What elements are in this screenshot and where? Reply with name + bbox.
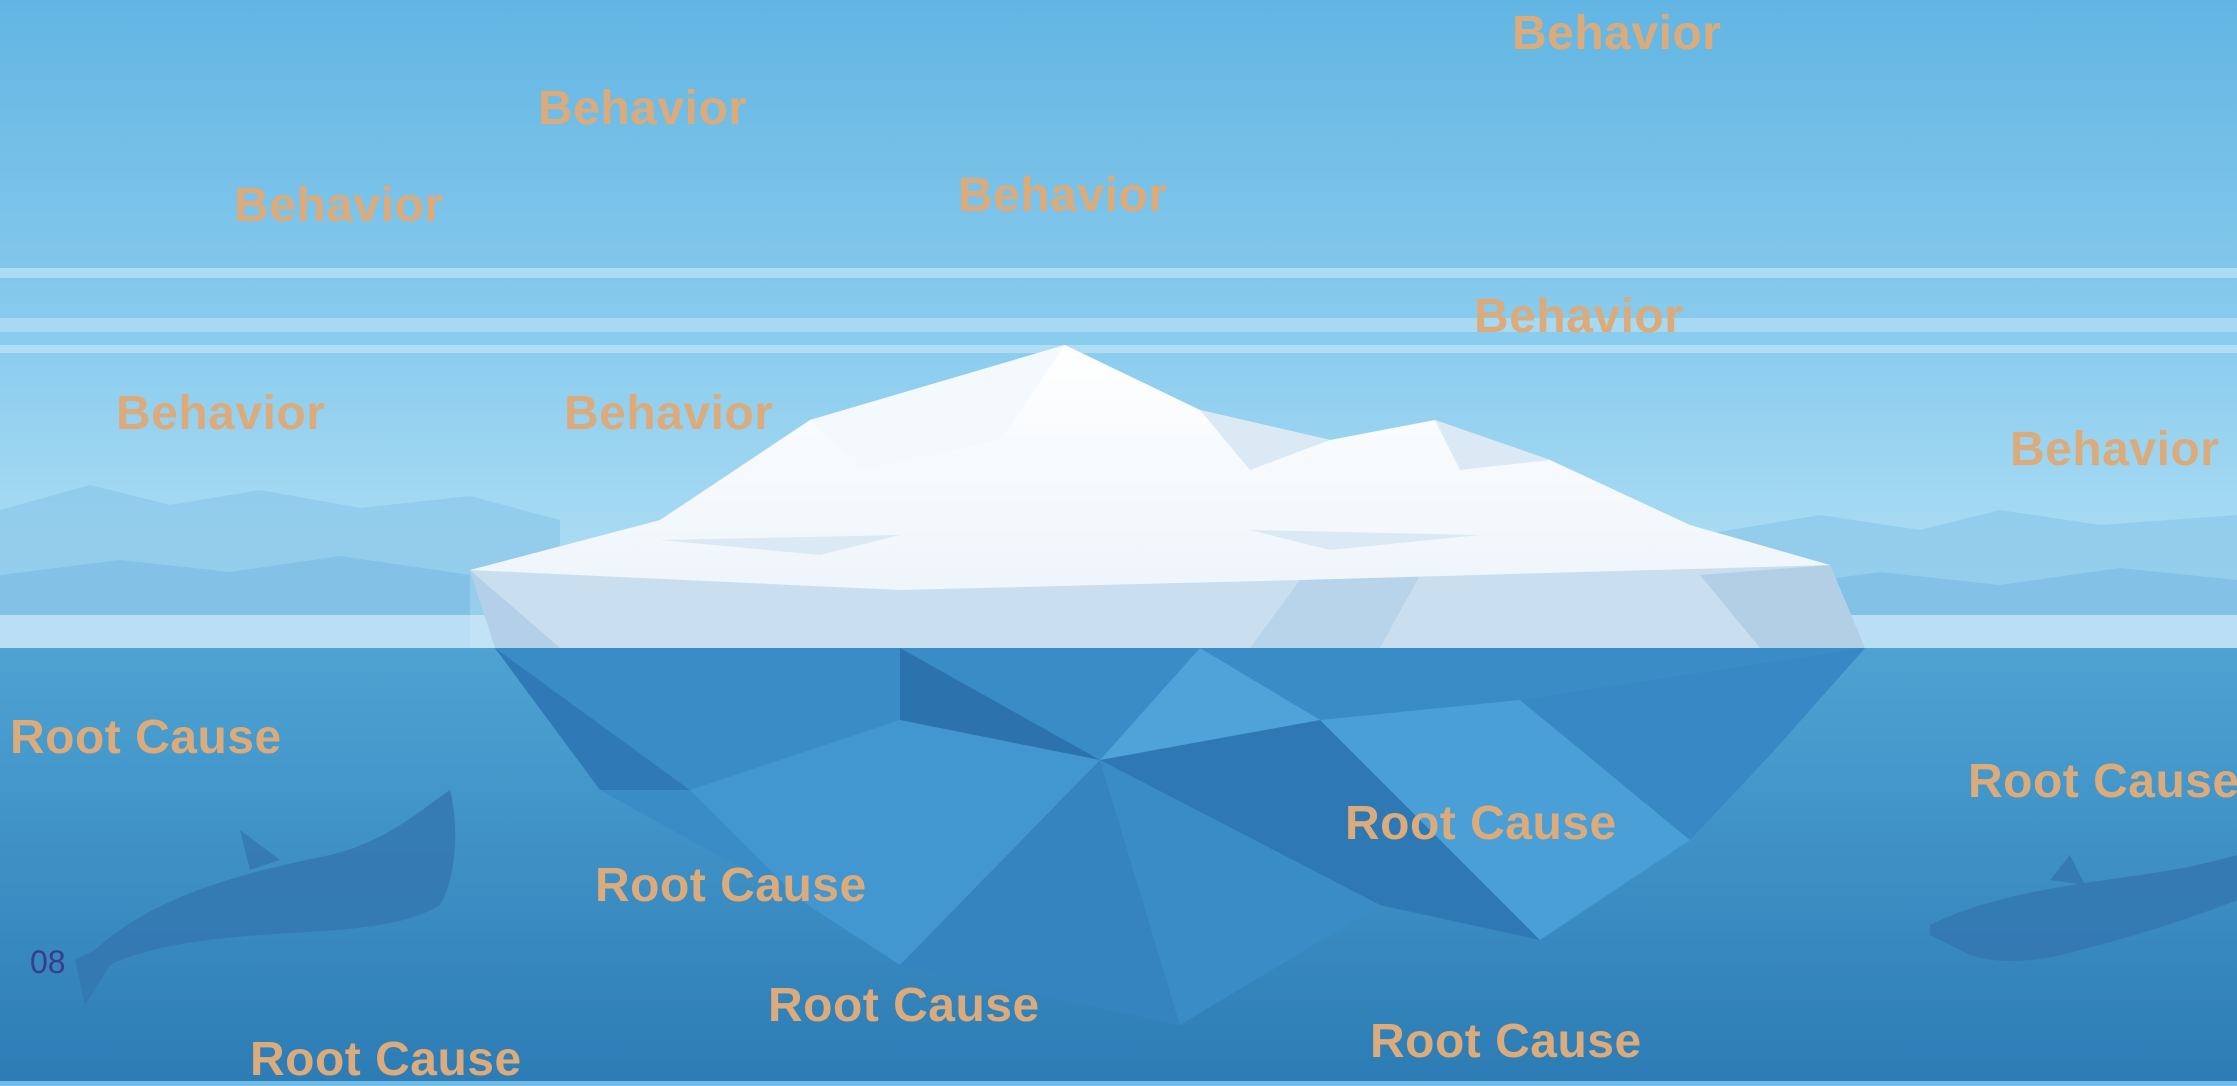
root-cause-label: Root Cause [10, 711, 282, 764]
root-cause-label: Root Cause [595, 859, 867, 912]
behavior-label: Behavior [116, 387, 326, 440]
behavior-label: Behavior [234, 179, 444, 232]
behavior-label: Behavior [2010, 423, 2220, 476]
behavior-label: Behavior [564, 387, 774, 440]
root-cause-label: Root Cause [1345, 797, 1617, 850]
behavior-label: Behavior [1512, 7, 1722, 60]
haze-streak [0, 318, 2237, 332]
page-number: 08 [30, 944, 66, 980]
whale-icon [1930, 855, 2237, 962]
root-cause-label: Root Cause [250, 1033, 522, 1086]
root-cause-label: Root Cause [768, 979, 1040, 1032]
iceberg-icon [470, 345, 1865, 1025]
root-cause-label: Root Cause [1968, 755, 2237, 808]
root-cause-label: Root Cause [1370, 1015, 1642, 1068]
behavior-label: Behavior [958, 169, 1168, 222]
behavior-label: Behavior [538, 82, 748, 135]
haze-streak [0, 268, 2237, 278]
behavior-label: Behavior [1474, 290, 1684, 343]
haze-streak [0, 345, 2237, 353]
whale-icon [75, 790, 456, 1005]
